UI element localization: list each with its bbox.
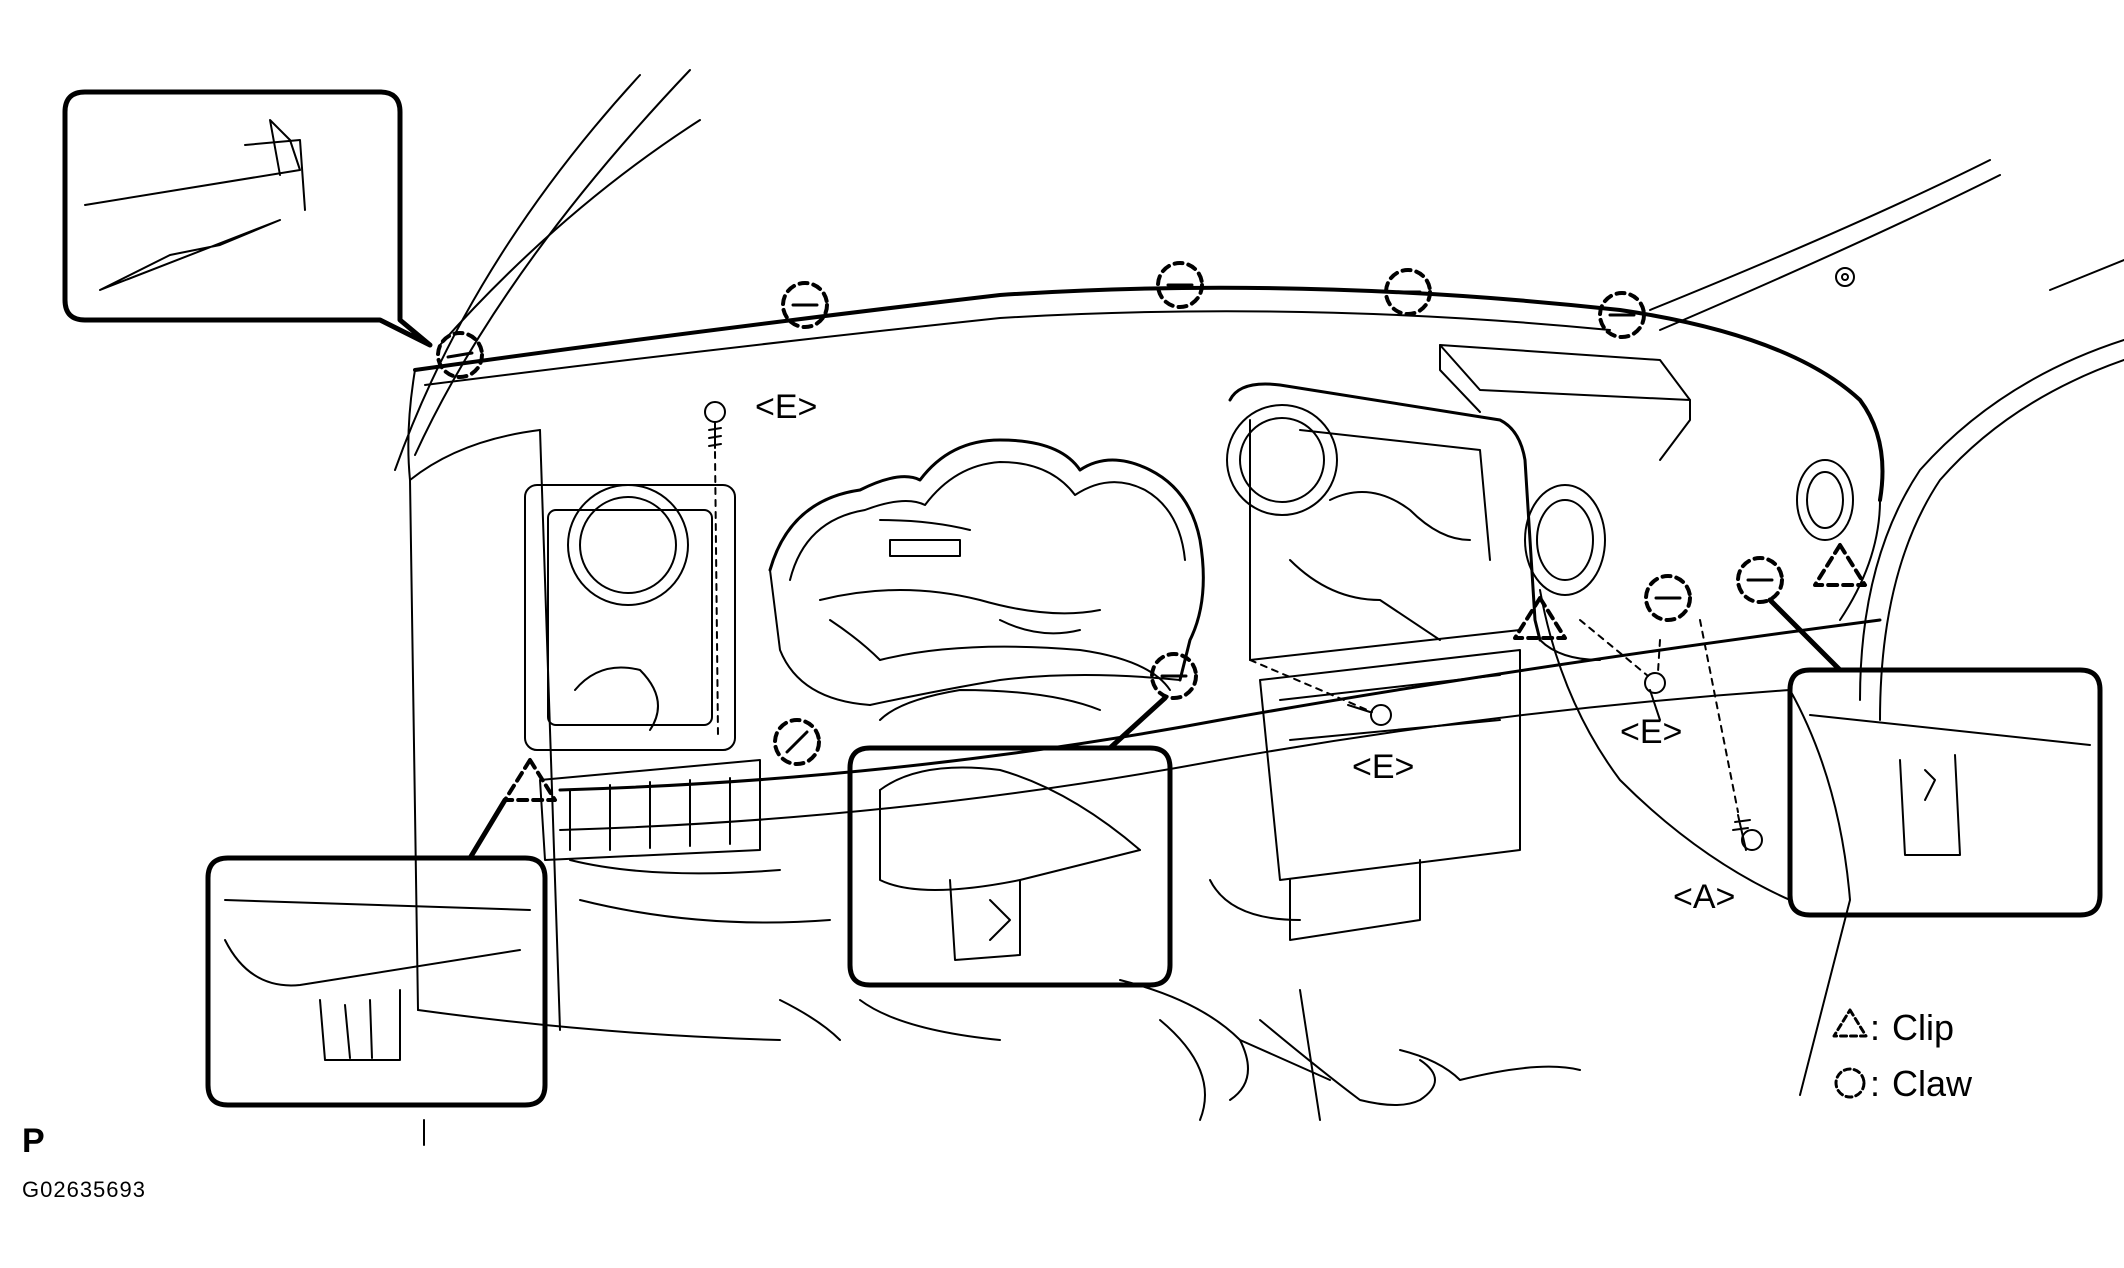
clip-markers xyxy=(503,543,1867,802)
clip-marker-left xyxy=(503,758,557,802)
callout-bottom-left xyxy=(205,797,548,1108)
body-outline xyxy=(394,69,2124,721)
callout-bottom-center xyxy=(847,695,1173,988)
figure-id: G02635693 xyxy=(22,1177,146,1202)
clip-marker-right-2 xyxy=(1813,543,1867,587)
screw-center xyxy=(1249,659,1392,726)
legend-claw-label: Claw xyxy=(1892,1063,1973,1104)
passenger-side xyxy=(1439,344,1854,661)
clip-marker-right-1 xyxy=(1513,596,1567,640)
claw-markers xyxy=(436,261,1784,766)
claw-marker xyxy=(436,261,1784,766)
legend-claw-icon xyxy=(1834,1067,1866,1099)
label-screw-a: <A> xyxy=(1673,878,1735,916)
corner-letter: P xyxy=(22,1122,45,1160)
steering-column xyxy=(879,645,1581,1121)
callout-top-left xyxy=(62,89,433,348)
legend: : Clip : Claw xyxy=(1832,1007,1973,1104)
legend-clip-label: Clip xyxy=(1892,1007,1954,1048)
label-screw-e-top: <E> xyxy=(755,388,817,426)
instrument-panel xyxy=(407,285,1885,1096)
screw-lower-right xyxy=(1699,619,1763,851)
gauge-cluster-opening xyxy=(768,438,1205,706)
claw-center-lines xyxy=(446,283,1774,754)
screws xyxy=(704,401,1763,851)
left-vent xyxy=(524,484,761,861)
center-stack xyxy=(1209,382,1542,941)
screw-top-left xyxy=(704,401,726,736)
legend-clip-separator: : xyxy=(1870,1007,1880,1048)
label-screw-e-right: <E> xyxy=(1620,713,1682,751)
legend-clip-icon xyxy=(1832,1008,1868,1038)
screw-right xyxy=(1579,619,1666,721)
callout-right xyxy=(1767,597,2103,918)
label-screw-e-center: <E> xyxy=(1352,748,1414,786)
legend-claw-separator: : xyxy=(1870,1063,1880,1104)
